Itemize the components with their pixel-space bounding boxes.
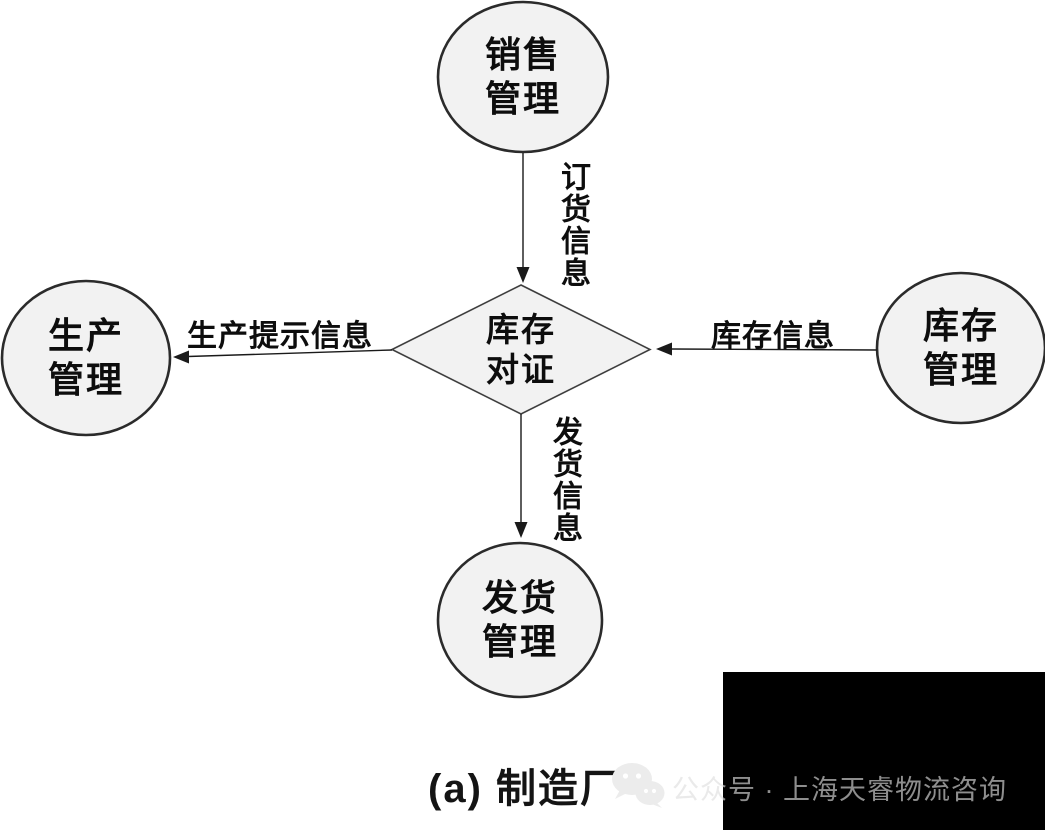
edge-inventory-info-label: 库存信息	[711, 320, 835, 353]
node-sales-label: 销售 管理	[438, 2, 608, 152]
node-inventory-label: 库存 管理	[877, 273, 1045, 423]
watermark-box	[723, 672, 1045, 830]
wechat-icon	[610, 762, 666, 813]
edge-order-info-arrow	[516, 153, 530, 283]
node-label-line: 库存	[922, 305, 999, 347]
decision-label: 库存 对证	[392, 287, 650, 413]
watermark-text: 公众号 · 上海天睿物流咨询	[672, 775, 1007, 805]
node-label-line: 管理	[484, 78, 561, 119]
arrowhead	[173, 350, 189, 364]
node-production-label: 生产 管理	[2, 281, 170, 435]
edge-production-prompt-arrow	[173, 349, 393, 364]
node-inventory-shape	[875, 271, 1045, 425]
node-label-line: 生产	[47, 315, 124, 357]
watermark: 公众号 · 上海天睿物流咨询	[610, 762, 1007, 813]
node-label-line: 管理	[922, 349, 999, 390]
arrowhead	[514, 522, 528, 538]
node-label-line: 销售	[484, 34, 561, 76]
node-label-line: 管理	[481, 621, 558, 662]
edge-inventory-info-arrow	[656, 342, 878, 356]
decision-label-line: 对证	[486, 351, 556, 388]
edge-order-info-label: 订货信息	[556, 161, 589, 289]
edge-production-prompt-label: 生产提示信息	[187, 320, 373, 353]
edge-shipping-info-arrow	[514, 414, 528, 538]
node-production-shape	[0, 279, 172, 437]
node-label-line: 发货	[481, 577, 558, 619]
node-shipping-shape	[436, 541, 604, 699]
edge-shipping-info-label: 发货信息	[548, 416, 581, 544]
figure-caption: (a) 制造厂	[428, 767, 622, 811]
decision-label-line: 库存	[486, 310, 556, 348]
arrowhead	[656, 342, 672, 356]
node-sales-shape	[436, 0, 610, 154]
arrowhead	[516, 267, 530, 283]
node-shipping-label: 发货 管理	[438, 543, 602, 697]
node-label-line: 管理	[47, 359, 124, 400]
